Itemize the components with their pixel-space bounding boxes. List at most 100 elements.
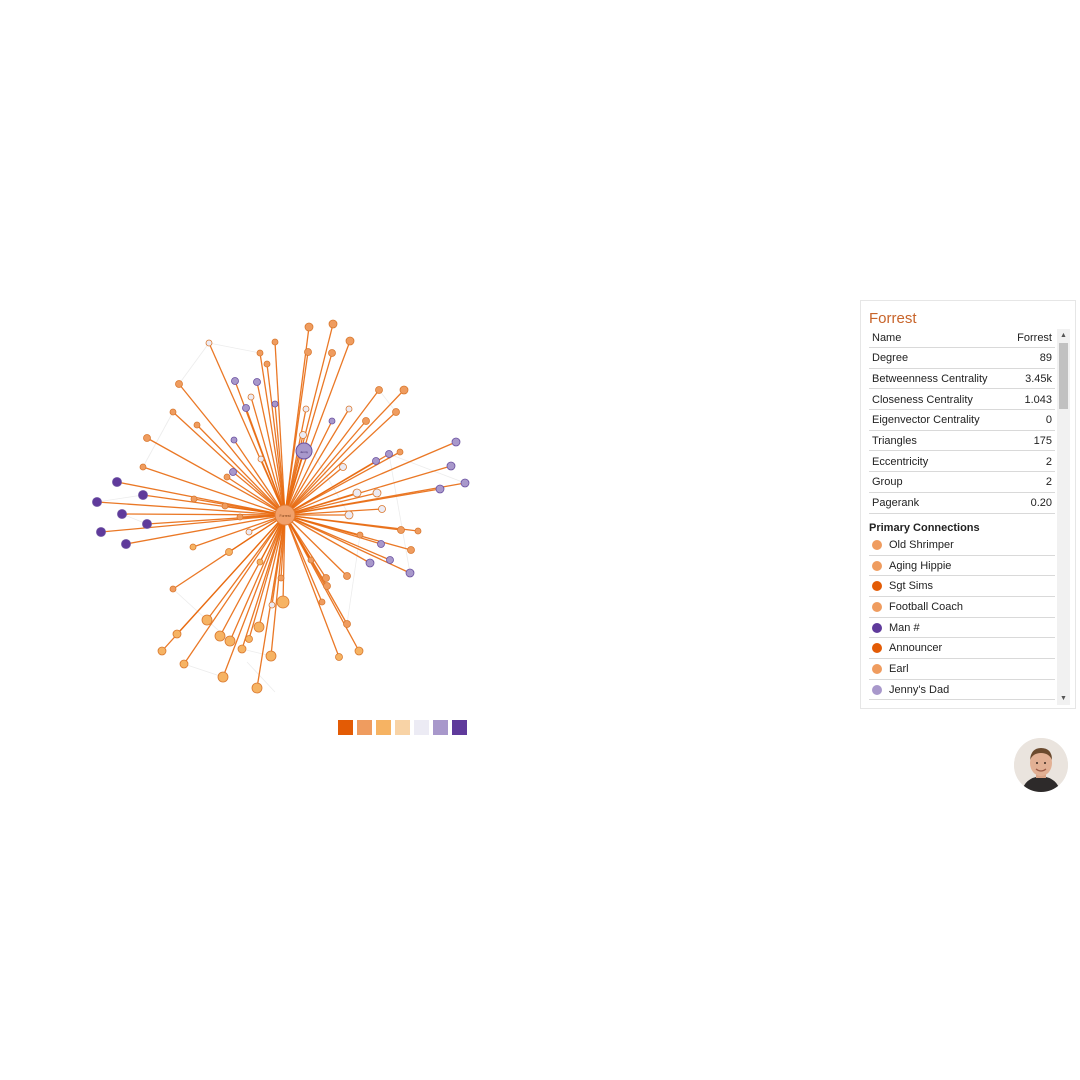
graph-node[interactable]	[335, 653, 343, 661]
graph-node[interactable]	[223, 473, 231, 481]
graph-node[interactable]	[256, 349, 264, 357]
highlight-node[interactable]: Jenny	[295, 442, 313, 460]
user-avatar[interactable]	[1014, 738, 1068, 792]
graph-node[interactable]	[322, 574, 330, 582]
graph-node[interactable]	[354, 646, 364, 656]
graph-node[interactable]	[386, 556, 394, 564]
connection-item[interactable]: Announcer	[869, 639, 1055, 659]
graph-node[interactable]	[112, 477, 122, 487]
connection-item[interactable]: Aging Hippie	[869, 556, 1055, 577]
graph-node[interactable]	[392, 408, 400, 416]
graph-node[interactable]	[399, 385, 409, 395]
graph-node[interactable]	[345, 336, 355, 346]
graph-node[interactable]	[169, 585, 177, 593]
graph-node[interactable]	[96, 527, 106, 537]
graph-node[interactable]	[407, 546, 415, 554]
graph-node[interactable]	[328, 349, 336, 357]
graph-node[interactable]	[225, 548, 233, 556]
graph-node[interactable]	[414, 527, 422, 535]
graph-node[interactable]	[328, 417, 336, 425]
panel-scrollbar[interactable]: ▲ ▼	[1057, 329, 1070, 705]
graph-node[interactable]	[253, 378, 261, 386]
connection-item[interactable]: Man #	[869, 618, 1055, 639]
graph-node[interactable]	[299, 431, 307, 439]
graph-node[interactable]	[193, 421, 201, 429]
graph-node[interactable]	[372, 488, 382, 498]
graph-node[interactable]	[224, 635, 236, 647]
network-graph[interactable]: Forrest Jenny	[85, 312, 485, 702]
graph-node[interactable]	[375, 386, 383, 394]
scroll-up-icon[interactable]: ▲	[1060, 332, 1067, 339]
graph-node[interactable]	[405, 568, 415, 578]
scroll-down-icon[interactable]: ▼	[1060, 695, 1067, 702]
graph-node[interactable]	[265, 650, 277, 662]
graph-node[interactable]	[189, 543, 197, 551]
graph-node[interactable]	[378, 505, 386, 513]
graph-node[interactable]	[230, 436, 238, 444]
connection-item[interactable]: Football Coach	[869, 598, 1055, 618]
graph-node[interactable]	[318, 598, 326, 606]
graph-node[interactable]	[231, 377, 239, 385]
graph-node[interactable]	[271, 338, 279, 346]
graph-node[interactable]	[372, 457, 380, 465]
graph-node[interactable]	[343, 620, 351, 628]
graph-node[interactable]	[138, 490, 148, 500]
graph-node[interactable]	[343, 572, 351, 580]
graph-node[interactable]	[256, 558, 264, 566]
graph-node[interactable]	[236, 513, 244, 521]
graph-node[interactable]	[362, 417, 370, 425]
graph-node[interactable]	[446, 461, 456, 471]
graph-node[interactable]	[190, 495, 198, 503]
graph-node[interactable]	[251, 682, 263, 694]
graph-node[interactable]	[268, 601, 276, 609]
graph-node[interactable]	[435, 484, 445, 494]
graph-node[interactable]	[356, 531, 364, 539]
graph-node[interactable]	[201, 614, 213, 626]
graph-node[interactable]	[352, 488, 362, 498]
graph-node[interactable]	[253, 621, 265, 633]
graph-node[interactable]	[302, 405, 310, 413]
graph-node[interactable]	[142, 519, 152, 529]
graph-node[interactable]	[214, 630, 226, 642]
graph-node[interactable]	[339, 463, 347, 471]
graph-node[interactable]	[276, 595, 290, 609]
graph-node[interactable]	[277, 574, 285, 582]
graph-node[interactable]	[344, 510, 354, 520]
graph-node[interactable]	[397, 526, 405, 534]
graph-node[interactable]	[247, 393, 255, 401]
legend-swatch[interactable]	[395, 720, 410, 735]
connection-item[interactable]: Earl	[869, 660, 1055, 680]
graph-node[interactable]	[175, 380, 183, 388]
legend-swatch[interactable]	[357, 720, 372, 735]
connection-item[interactable]: Sgt Sims	[869, 577, 1055, 597]
graph-node[interactable]	[345, 405, 353, 413]
graph-node[interactable]	[451, 437, 461, 447]
graph-node[interactable]	[143, 434, 151, 442]
graph-node[interactable]	[217, 671, 229, 683]
graph-node[interactable]	[172, 629, 182, 639]
graph-node[interactable]	[328, 319, 338, 329]
graph-node[interactable]	[139, 463, 147, 471]
scroll-thumb[interactable]	[1059, 343, 1068, 409]
graph-node[interactable]	[92, 497, 102, 507]
graph-node[interactable]	[460, 478, 470, 488]
connection-item[interactable]: Bubba	[869, 701, 1055, 706]
graph-node[interactable]	[385, 450, 393, 458]
center-node[interactable]: Forrest	[274, 504, 296, 526]
graph-node[interactable]	[229, 468, 237, 476]
graph-node[interactable]	[179, 659, 189, 669]
graph-node[interactable]	[263, 360, 271, 368]
graph-node[interactable]	[157, 646, 167, 656]
connection-item[interactable]: Jenny's Dad	[869, 680, 1055, 701]
legend-swatch[interactable]	[376, 720, 391, 735]
graph-node[interactable]	[271, 400, 279, 408]
graph-node[interactable]	[117, 509, 127, 519]
legend-swatch[interactable]	[414, 720, 429, 735]
graph-node[interactable]	[304, 348, 312, 356]
graph-node[interactable]	[377, 540, 385, 548]
graph-node[interactable]	[121, 539, 131, 549]
graph-node[interactable]	[307, 556, 315, 564]
graph-node[interactable]	[169, 408, 177, 416]
graph-node[interactable]	[304, 322, 314, 332]
